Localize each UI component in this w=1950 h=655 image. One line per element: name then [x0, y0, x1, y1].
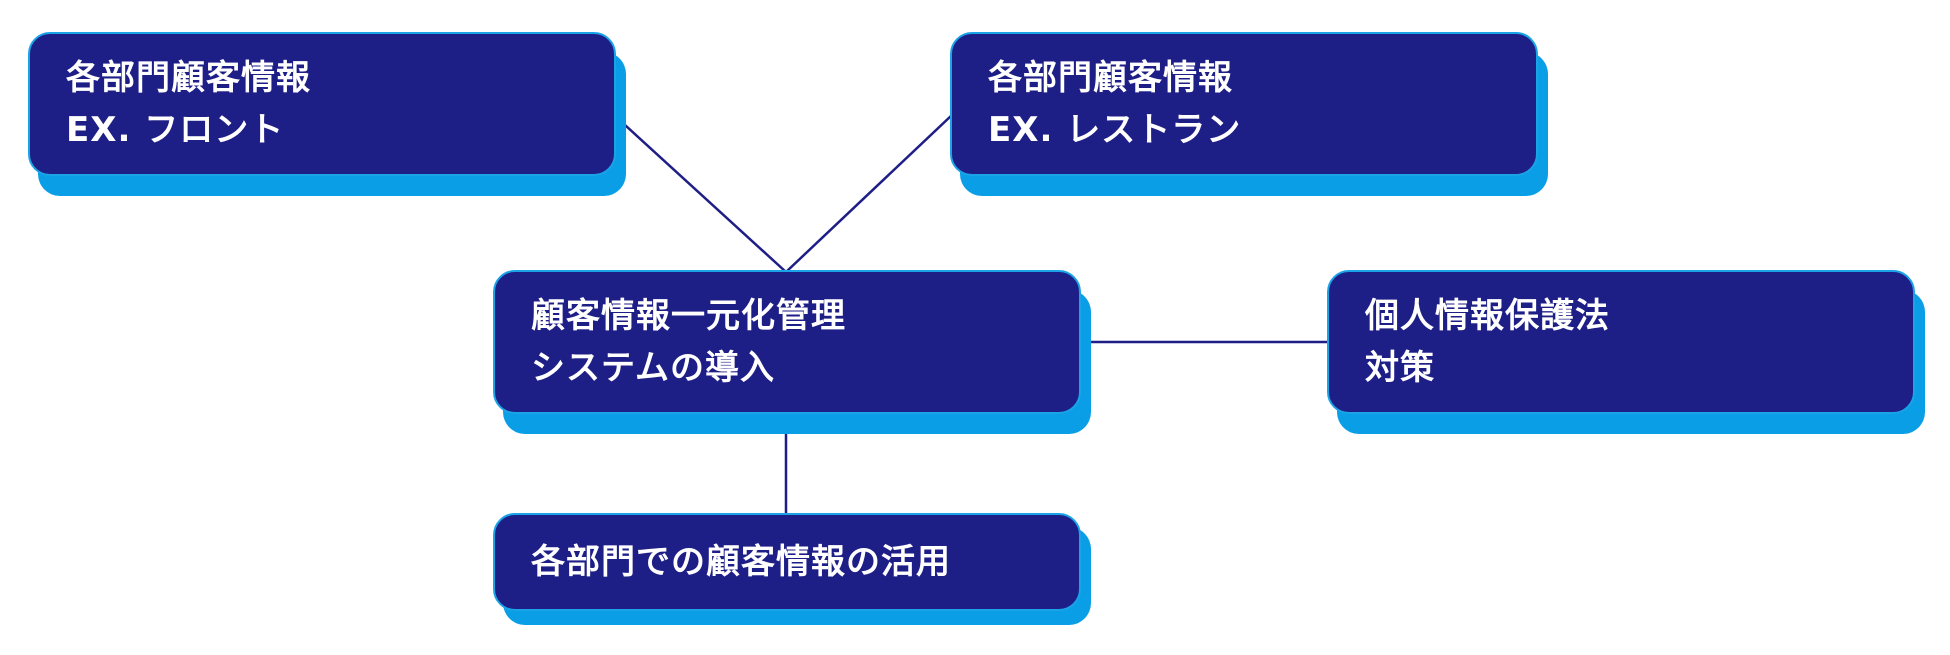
node-restaurant-customer-info: 各部門顧客情報 EX. レストラン	[950, 32, 1548, 196]
node-privacy-line2: 対策	[1365, 348, 1435, 388]
node-front-line2: EX. フロント	[66, 110, 285, 150]
node-central-system: 顧客情報一元化管理 システムの導入	[493, 270, 1091, 434]
node-box: 各部門顧客情報 EX. フロント	[28, 32, 616, 176]
connector-front-to-central	[613, 114, 787, 273]
node-central-line1: 顧客情報一元化管理	[531, 296, 846, 336]
node-usage-line1: 各部門での顧客情報の活用	[531, 542, 951, 582]
node-box: 顧客情報一元化管理 システムの導入	[493, 270, 1081, 414]
node-privacy-line1: 個人情報保護法	[1365, 296, 1610, 336]
node-box: 各部門での顧客情報の活用	[493, 513, 1081, 611]
node-front-customer-info: 各部門顧客情報 EX. フロント	[28, 32, 626, 196]
node-department-usage: 各部門での顧客情報の活用	[493, 513, 1091, 625]
node-front-line1: 各部門顧客情報	[66, 58, 311, 98]
node-privacy-law: 個人情報保護法 対策	[1327, 270, 1925, 434]
node-restaurant-line2: EX. レストラン	[988, 110, 1242, 150]
node-box: 個人情報保護法 対策	[1327, 270, 1915, 414]
node-box: 各部門顧客情報 EX. レストラン	[950, 32, 1538, 176]
connector-restaurant-to-central	[785, 114, 953, 273]
node-central-line2: システムの導入	[531, 348, 775, 388]
node-restaurant-line1: 各部門顧客情報	[988, 58, 1233, 98]
